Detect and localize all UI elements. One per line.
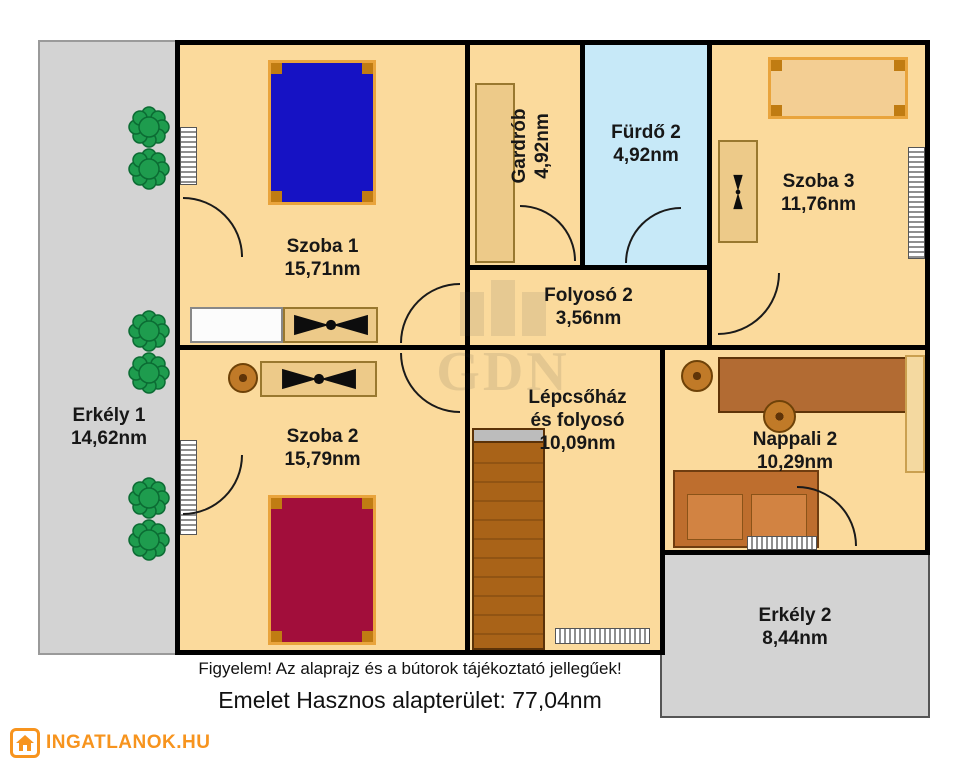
fan-icon [733,174,743,209]
room-furdo-2: Fürdő 2 4,92nm [580,40,712,270]
room-area: 11,76nm [781,194,856,215]
potted-plant-icon [128,519,170,561]
desk [718,357,910,413]
room-label: Gardrób 4,92nm [508,61,554,231]
dressing-table [260,361,377,397]
room-lepcsohaz: Lépcsőház és folyosó 10,09nm [465,345,665,655]
room-name: Fürdő 2 [611,122,681,143]
stair-steps [474,445,543,648]
stair-landing [474,430,543,443]
dressing-table [283,307,378,343]
chair [681,360,713,392]
potted-plant-icon [128,310,170,352]
dresser [190,307,283,343]
room-area: 15,79nm [284,449,361,470]
room-label: Erkély 2 8,44nm [662,604,928,650]
room-nappali-2: Nappali 2 10,29nm [660,345,930,555]
room-label: Szoba 1 15,71nm [180,235,465,281]
wardrobe [475,83,515,263]
room-label: Szoba 3 11,76nm [712,170,925,216]
cabinet [905,355,925,473]
room-area: 8,44nm [762,628,828,649]
room-label: Szoba 2 15,79nm [180,425,465,471]
dressing-table [718,140,758,243]
room-name: Folyosó 2 [544,285,633,306]
room-area: 3,56nm [555,308,622,329]
sofa-cushion [687,494,743,540]
house-icon [10,728,40,758]
page-title: Emelet Hasznos alapterület: 77,04nm [218,687,602,713]
fan-icon [281,368,356,390]
room-name: Szoba 2 [286,426,359,447]
sofa [673,470,819,548]
door-arc [625,207,681,263]
chair [228,363,258,393]
fan-icon [293,314,368,336]
room-name: Szoba 1 [286,236,359,257]
room-erkely-1: Erkély 1 14,62nm [38,40,180,655]
room-name: Gardrób [508,108,530,184]
room-label: Erkély 1 14,62nm [40,404,178,450]
potted-plant-icon [128,148,170,190]
room-label: Lépcsőház és folyosó 10,09nm [495,386,660,455]
room-area: 4,92nm [613,145,679,166]
gdn-watermark: GDN [423,280,583,404]
room-name: Szoba 3 [782,171,855,192]
room-gardrob: Gardrób 4,92nm [465,40,585,270]
room-name: Erkély 2 [758,605,832,626]
room-name: Erkély 1 [72,405,146,426]
door-arc [797,486,857,546]
double-bed [268,495,376,645]
disclaimer-text: Figyelem! Az alaprajz és a bútorok tájék… [198,659,622,678]
double-bed [268,60,376,205]
radiator [908,147,925,259]
room-area: 15,71nm [284,259,361,280]
logo-text: INGATLANOK.HU [46,732,211,753]
room-label: Fürdő 2 4,92nm [585,121,707,167]
room-erkely-2: Erkély 2 8,44nm [660,550,930,718]
door-arc [718,273,780,335]
potted-plant-icon [128,477,170,519]
staircase [472,428,545,650]
radiator [180,127,197,185]
double-bed [768,57,908,119]
room-area: 10,29nm [756,452,834,473]
room-label: Folyosó 2 3,56nm [470,284,707,330]
room-area: 4,92nm [531,113,553,179]
room-area: 14,62nm [70,428,148,449]
room-area: 10,09nm [539,433,616,454]
gdn-buildings-icon [423,280,583,336]
radiator [555,628,650,644]
potted-plant-icon [128,106,170,148]
room-name: Lépcsőház és folyosó [528,387,627,431]
room-szoba-2: Szoba 2 15,79nm [175,345,470,655]
potted-plant-icon [128,352,170,394]
gdn-watermark-text: GDN [436,341,570,403]
room-szoba-3: Szoba 3 11,76nm [707,40,930,350]
room-name: Nappali 2 [752,429,838,450]
room-label: Nappali 2 10,29nm [665,428,925,474]
chair [763,400,796,433]
ingatlanok-logo: INGATLANOK.HU [10,728,210,758]
